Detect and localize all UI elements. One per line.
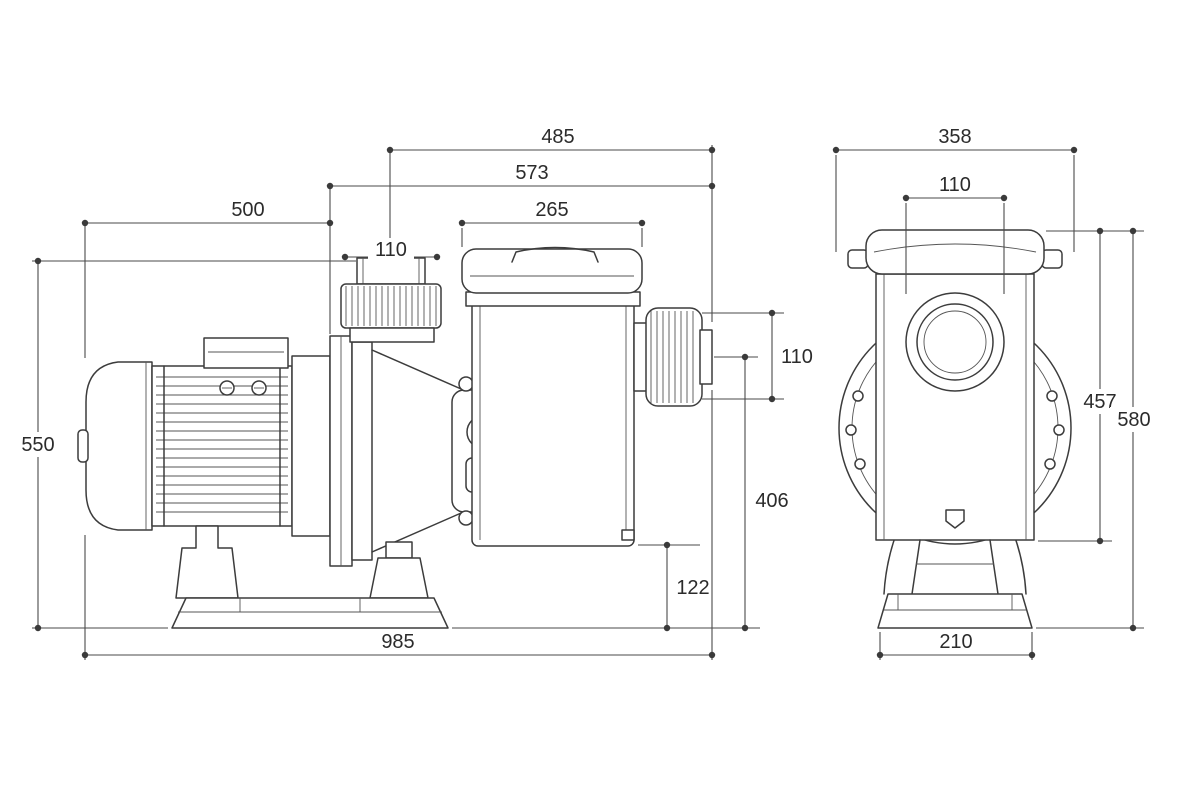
flange-bolt bbox=[1046, 390, 1058, 402]
inlet-stub bbox=[356, 257, 426, 285]
dim-label-110-front: 110 bbox=[939, 174, 971, 196]
dim-overall-width: 358 bbox=[832, 126, 1078, 252]
dim-label-210: 210 bbox=[939, 631, 972, 653]
dim-sight-glass: 110 bbox=[902, 174, 1008, 294]
dim-body-height: 457 bbox=[1038, 227, 1123, 545]
flange-bolt bbox=[845, 424, 857, 436]
dim-pot-clearance: 122 bbox=[638, 541, 710, 632]
outlet-stub bbox=[699, 329, 713, 385]
seal-plate bbox=[351, 341, 373, 561]
dim-label-110-inlet: 110 bbox=[375, 239, 407, 261]
front-drain-plug bbox=[945, 509, 965, 529]
dim-base-width: 210 bbox=[876, 631, 1036, 660]
dim-label-573: 573 bbox=[515, 162, 548, 184]
dim-overall-height-front: 580 bbox=[1036, 227, 1157, 632]
dim-overall-height-side: 550 bbox=[15, 257, 356, 632]
strainer-lid bbox=[461, 248, 643, 294]
outlet-union bbox=[633, 307, 713, 407]
dim-inlet-port: 110 bbox=[341, 238, 441, 261]
dim-lid-width: 265 bbox=[458, 199, 646, 247]
side-view: 485 573 500 265 bbox=[15, 126, 813, 660]
dim-label-110-outlet: 110 bbox=[781, 346, 813, 368]
dim-label-406: 406 bbox=[755, 490, 788, 512]
dim-label-500: 500 bbox=[231, 199, 264, 221]
dim-label-580: 580 bbox=[1117, 409, 1150, 431]
lid-clamp-ear bbox=[847, 249, 869, 269]
front-dimensions: 358 110 457 bbox=[832, 126, 1157, 660]
flange-bolt bbox=[1053, 424, 1065, 436]
inlet-knurl bbox=[345, 286, 437, 326]
outlet-knurl bbox=[650, 311, 694, 403]
dim-outlet-port: 110 bbox=[702, 309, 813, 403]
terminal-box bbox=[203, 337, 289, 369]
dim-outlet-height: 406 bbox=[452, 353, 789, 632]
motor-fins bbox=[156, 376, 288, 513]
dim-label-122: 122 bbox=[676, 577, 709, 599]
motor-nose bbox=[77, 429, 89, 463]
clamp-knob bbox=[458, 510, 474, 526]
pedestal-base bbox=[877, 539, 1033, 629]
motor bbox=[77, 337, 293, 599]
dim-label-358: 358 bbox=[938, 126, 971, 148]
sight-glass-outer bbox=[905, 292, 1005, 392]
inlet-union bbox=[340, 257, 442, 343]
flange-bolt bbox=[1044, 458, 1056, 470]
dim-label-265: 265 bbox=[535, 199, 568, 221]
inlet-flange bbox=[349, 327, 435, 343]
front-base-plate bbox=[877, 593, 1033, 629]
pot-body bbox=[471, 291, 635, 547]
motor-foot bbox=[175, 525, 239, 599]
base-assembly bbox=[171, 541, 449, 629]
strainer-pot bbox=[461, 246, 643, 547]
dim-pump-assembly: 573 bbox=[326, 162, 716, 190]
dim-motor-length: 500 bbox=[81, 199, 334, 227]
flange-bolt bbox=[854, 458, 866, 470]
mounting-flange bbox=[291, 335, 353, 567]
dim-label-550: 550 bbox=[21, 434, 54, 456]
drain-plug bbox=[621, 529, 635, 541]
pot-front bbox=[847, 229, 1063, 541]
lid-handle bbox=[511, 246, 599, 263]
lid-clamp-ear bbox=[1041, 249, 1063, 269]
front-view: 358 110 457 bbox=[832, 126, 1157, 660]
base-plate bbox=[171, 597, 449, 629]
clamp-knob bbox=[458, 376, 474, 392]
dim-label-985: 985 bbox=[381, 631, 414, 653]
dim-label-485: 485 bbox=[541, 126, 574, 148]
sight-glass-inner bbox=[916, 303, 994, 381]
saddle-clamp bbox=[385, 541, 413, 559]
pot-collar bbox=[465, 291, 641, 307]
lid-front bbox=[865, 229, 1045, 275]
dim-overall-length: 985 bbox=[81, 631, 716, 659]
inlet-union-nut bbox=[340, 283, 442, 329]
dim-inlet-to-outlet: 485 bbox=[386, 126, 716, 258]
side-dimensions: 485 573 500 265 bbox=[15, 126, 813, 660]
outlet-union-nut bbox=[645, 307, 703, 407]
pump-foot bbox=[369, 557, 429, 599]
flange-bolt bbox=[852, 390, 864, 402]
volute-casing bbox=[838, 311, 1072, 595]
dim-label-457: 457 bbox=[1083, 391, 1116, 413]
